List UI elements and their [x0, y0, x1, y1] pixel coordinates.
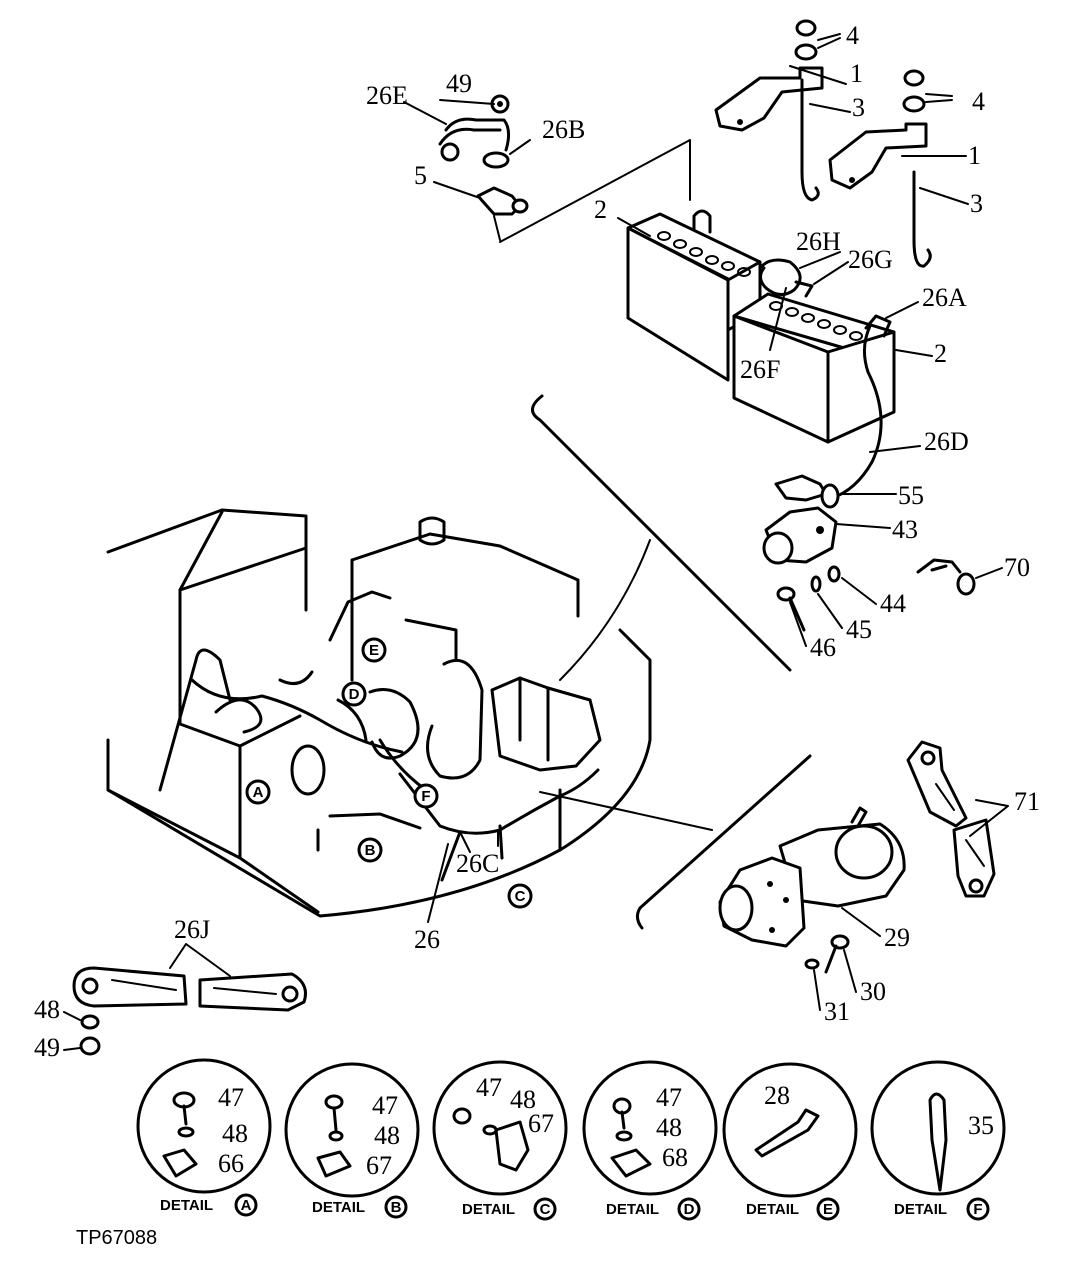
svg-text:B: B: [391, 1199, 402, 1216]
svg-text:DETAIL: DETAIL: [312, 1199, 365, 1216]
location-marker-a: A: [245, 779, 271, 805]
callout-70: 70: [1004, 553, 1030, 582]
svg-text:F: F: [421, 788, 430, 805]
svg-text:67: 67: [528, 1109, 554, 1138]
svg-text:B: B: [365, 842, 376, 859]
svg-text:47: 47: [218, 1083, 244, 1112]
ground-cable-terminal-group: [438, 94, 529, 241]
detail-e: 28 DETAIL E: [722, 1062, 858, 1221]
location-marker-c: C: [507, 883, 533, 909]
figure-id: TP67088: [76, 1227, 157, 1249]
section-bracket-lower: [635, 754, 812, 930]
callout-2-right: 2: [934, 339, 947, 368]
svg-text:DETAIL: DETAIL: [894, 1201, 947, 1218]
svg-text:28: 28: [764, 1081, 790, 1110]
ground-strap-26j: [72, 966, 307, 1056]
svg-text:D: D: [684, 1201, 695, 1218]
callouts: 4 1 3 4 1 3 49 26E 26B 5 2 26H 26G 26A 2…: [34, 21, 1040, 1062]
callout-49-upper: 49: [446, 69, 472, 98]
svg-text:DETAIL: DETAIL: [462, 1201, 515, 1218]
callout-26h: 26H: [796, 227, 841, 256]
callout-5: 5: [414, 161, 427, 190]
callout-26e: 26E: [366, 81, 408, 110]
callout-3-upper: 3: [852, 93, 865, 122]
svg-text:48: 48: [656, 1113, 682, 1142]
svg-text:C: C: [540, 1201, 551, 1218]
svg-text:48: 48: [374, 1121, 400, 1150]
callout-26b: 26B: [542, 115, 585, 144]
svg-text:35: 35: [968, 1111, 994, 1140]
svg-text:D: D: [349, 686, 360, 703]
svg-text:47: 47: [476, 1073, 502, 1102]
svg-text:48: 48: [222, 1119, 248, 1148]
svg-text:A: A: [253, 784, 264, 801]
ground-strap-71: [906, 740, 996, 898]
detail-a: 47 48 66 DETAIL A: [136, 1058, 272, 1217]
svg-text:C: C: [515, 888, 526, 905]
battery-jumper-cable: [758, 258, 814, 298]
svg-text:DETAIL: DETAIL: [746, 1201, 799, 1218]
starter-solenoid: [762, 474, 841, 632]
battery-cable-26d: [830, 324, 883, 500]
leader-line-cable-group: [499, 139, 691, 243]
callout-44: 44: [880, 589, 906, 618]
callout-2-left: 2: [594, 195, 607, 224]
callout-30: 30: [860, 977, 886, 1006]
svg-text:67: 67: [366, 1151, 392, 1180]
callout-26f: 26F: [740, 355, 780, 384]
callout-71: 71: [1014, 787, 1040, 816]
leader-line-solenoid: [559, 539, 651, 681]
svg-text:48: 48: [510, 1085, 536, 1114]
callout-4-upper: 4: [846, 21, 859, 50]
svg-text:47: 47: [656, 1083, 682, 1112]
location-marker-b: B: [357, 837, 383, 863]
callout-3-lower: 3: [970, 189, 983, 218]
detail-b: 47 48 67 DETAIL B: [284, 1062, 420, 1219]
callout-1-upper: 1: [850, 59, 863, 88]
detail-d: 47 48 68 DETAIL D: [582, 1060, 718, 1221]
svg-text:DETAIL: DETAIL: [160, 1197, 213, 1214]
svg-text:E: E: [369, 642, 379, 659]
callout-1-lower: 1: [968, 141, 981, 170]
callout-43: 43: [892, 515, 918, 544]
svg-text:66: 66: [218, 1149, 244, 1178]
solenoid-lead-70: [916, 558, 976, 596]
callout-31: 31: [824, 997, 850, 1026]
svg-text:DETAIL: DETAIL: [606, 1201, 659, 1218]
detail-f: 35 DETAIL F: [870, 1060, 1006, 1221]
location-marker-f: F: [413, 783, 439, 809]
callout-29: 29: [884, 923, 910, 952]
hold-down-clamp-upper: [714, 19, 841, 202]
callout-4-lower: 4: [972, 87, 985, 116]
engine-compartment: [106, 508, 652, 918]
detail-c: 47 48 67 DETAIL C: [432, 1060, 568, 1221]
svg-text:E: E: [823, 1201, 833, 1218]
location-marker-e: E: [361, 637, 387, 663]
callout-26j: 26J: [174, 915, 210, 944]
svg-text:A: A: [241, 1197, 252, 1214]
callout-26d: 26D: [924, 427, 969, 456]
section-bracket-upper: [531, 394, 792, 672]
leader-line-starter: [539, 791, 713, 831]
callout-26a: 26A: [922, 283, 967, 312]
callout-48: 48: [34, 995, 60, 1024]
callout-leader-lines: [63, 65, 1009, 1051]
callout-26c: 26C: [456, 849, 499, 878]
svg-text:47: 47: [372, 1091, 398, 1120]
battery-right: [732, 292, 896, 444]
callout-46: 46: [810, 633, 836, 662]
starter-motor: [718, 806, 906, 974]
svg-text:F: F: [973, 1201, 982, 1218]
callout-26g: 26G: [848, 245, 893, 274]
callout-45: 45: [846, 615, 872, 644]
callout-49-lower: 49: [34, 1033, 60, 1062]
hold-down-clamp-lower: [828, 69, 953, 268]
svg-text:68: 68: [662, 1143, 688, 1172]
location-marker-d: D: [341, 681, 367, 707]
callout-26: 26: [414, 925, 440, 954]
callout-55: 55: [898, 481, 924, 510]
